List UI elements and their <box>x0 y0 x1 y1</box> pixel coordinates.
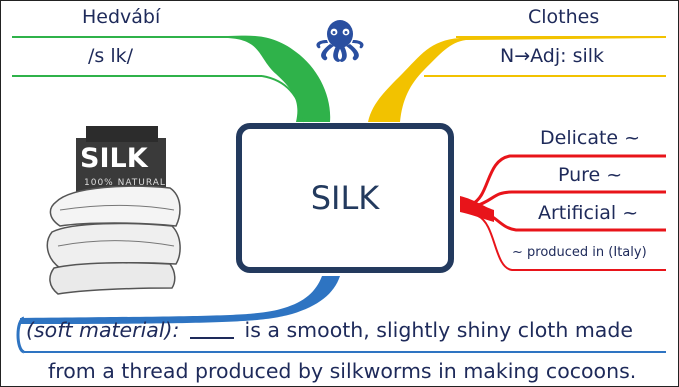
definition-blank <box>190 321 234 339</box>
collocation-delicate: Delicate ~ <box>540 127 641 149</box>
silk-illustration <box>46 126 181 295</box>
blue-branch <box>20 276 340 324</box>
central-node-label: SILK <box>310 179 380 217</box>
red-link-2 <box>475 190 666 208</box>
silk-tag-title: SILK <box>80 143 148 174</box>
green-branch <box>12 35 331 122</box>
silk-tag-subtitle: 100% NATURAL <box>84 178 166 188</box>
hedvabi-label: Hedvábí <box>82 6 161 28</box>
definition-line-2: from a thread produced by silkworms in m… <box>48 359 637 383</box>
collocation-pure: Pure ~ <box>558 164 623 186</box>
central-node: SILK <box>236 123 454 273</box>
green-curve-lower <box>261 75 305 123</box>
definition-line-1: (soft material): is a smooth, slightly s… <box>26 318 633 342</box>
collocation-produced-in: ~ produced in (Italy) <box>512 245 647 260</box>
red-link-1 <box>471 154 666 206</box>
red-branch-base <box>460 196 494 222</box>
octopus-icon <box>316 20 364 62</box>
blue-bracket <box>16 316 25 354</box>
definition-label: (soft material): <box>26 318 180 342</box>
clothes-label: Clothes <box>528 6 600 28</box>
definition-rest: is a smooth, slightly shiny cloth made <box>244 318 633 342</box>
red-link-3 <box>479 210 666 232</box>
collocation-artificial: Artificial ~ <box>538 202 639 224</box>
pronunciation-label: /s lk/ <box>88 45 134 67</box>
yellow-branch <box>368 38 666 122</box>
grammar-label: N→Adj: silk <box>500 45 605 67</box>
red-link-4 <box>477 215 666 271</box>
